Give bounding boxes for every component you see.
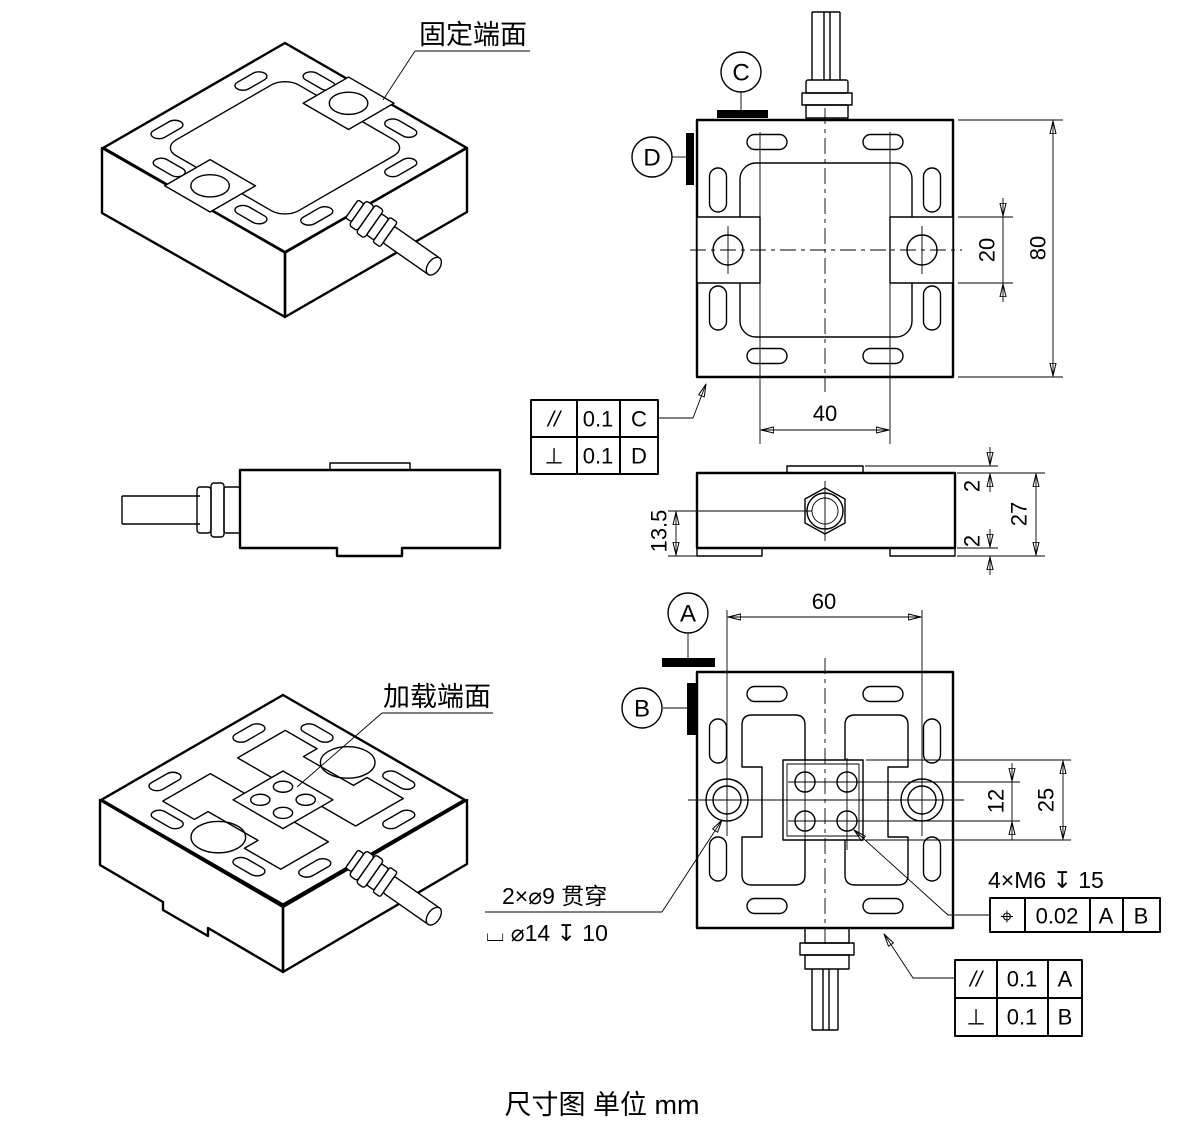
datum-c-balloon — [720, 51, 762, 93]
iso2-top-face — [101, 695, 464, 905]
ab-row1-value: 0.1 — [1007, 967, 1038, 992]
rear-slots — [708, 685, 942, 915]
iso2-loading-plate — [233, 771, 333, 829]
datum-c-label: C — [732, 60, 749, 87]
ab-row2-symbol: ⊥ — [966, 1005, 985, 1030]
iso2-counterbore-lower — [180, 815, 257, 860]
tolerance-frame-ab: // 0.1 A ⊥ 0.1 B — [883, 933, 1083, 1037]
note-through-holes-leader — [661, 819, 723, 913]
datum-b-label: B — [634, 696, 650, 723]
cd-row1-symbol: // — [546, 407, 562, 432]
position-frame-leader — [853, 829, 990, 916]
iso1-fixed-tab-upper — [303, 77, 394, 129]
iso1-fixed-tab-lower — [165, 160, 256, 212]
cd-row2-symbol: ⊥ — [544, 444, 563, 469]
rear-cable-connector — [799, 927, 855, 1031]
front-view: 40 20 80 C D — [631, 11, 1063, 444]
ab-row1-datum: A — [1058, 967, 1073, 992]
front-slots — [708, 133, 942, 365]
side-left-outline — [238, 468, 502, 558]
dim-side-27: 27 — [1007, 502, 1032, 526]
dim-rear-60: 60 — [812, 589, 836, 614]
dim-front-40: 40 — [813, 401, 837, 426]
side-bottom-tab-left — [696, 547, 763, 557]
side-outline — [695, 471, 957, 550]
side-left-cable — [121, 482, 241, 538]
datum-b-target — [687, 683, 697, 735]
side-view-right: 13.5 2 2 27 — [647, 447, 1045, 575]
position-tolerance-frame: ⌖ 0.02 A B — [853, 829, 1161, 933]
cd-row1-datum: C — [631, 407, 647, 432]
drawing-caption: 尺寸图 单位 mm — [505, 1090, 700, 1120]
dim-side-13-5: 13.5 — [647, 510, 672, 553]
note-through-holes: 2×⌀9 贯穿 — [502, 883, 607, 909]
datum-d-label: D — [643, 145, 660, 172]
iso-view-loading-face: 加载端面 — [98, 682, 493, 974]
loading-face-label: 加载端面 — [383, 682, 491, 712]
datum-d-target — [686, 133, 694, 185]
iso1-cable-connector — [345, 199, 443, 276]
ab-frame-leader — [883, 933, 955, 979]
dim-side-2-top: 2 — [960, 480, 985, 492]
side-bottom-tab-right — [889, 547, 956, 557]
note-threads: 4×M6 ↧ 15 — [988, 867, 1104, 893]
datum-c-target — [717, 110, 768, 118]
datum-a-balloon — [667, 592, 709, 634]
dim-rear-12: 12 — [984, 789, 1009, 813]
position-datum-secondary: B — [1134, 904, 1149, 929]
dim-rear-25: 25 — [1034, 788, 1059, 812]
rear-groove-right — [844, 714, 909, 886]
position-symbol: ⌖ — [1001, 903, 1014, 929]
ab-row2-value: 0.1 — [1007, 1005, 1038, 1030]
position-datum-primary: A — [1099, 904, 1114, 929]
rear-view: 60 12 25 A B 2×⌀9 贯穿 — [485, 589, 1161, 1031]
iso-view-fixed-face: 固定端面 — [101, 20, 530, 319]
cd-frame-leader — [658, 383, 707, 419]
dim-front-80: 80 — [1026, 236, 1051, 260]
cd-row1-value: 0.1 — [583, 407, 614, 432]
datum-a-target — [662, 658, 715, 667]
dim-front-20: 20 — [975, 238, 1000, 262]
datum-b-balloon — [621, 687, 663, 729]
datum-d-balloon — [631, 136, 673, 178]
loading-face-leader — [296, 712, 383, 788]
ab-row1-symbol: // — [968, 967, 984, 992]
position-value: 0.02 — [1036, 904, 1079, 929]
ab-row2-datum: B — [1058, 1005, 1073, 1030]
iso2-cable-connector — [345, 849, 443, 926]
note-counterbore: ⌴ ⌀14 ↧ 10 — [486, 920, 608, 946]
iso2-counterbore-upper — [309, 740, 386, 785]
tolerance-frame-cd: // 0.1 C ⊥ 0.1 D — [530, 383, 707, 475]
cd-row2-value: 0.1 — [583, 444, 614, 469]
fixed-face-leader — [382, 50, 416, 101]
iso1-top-face — [101, 42, 469, 254]
fixed-face-label: 固定端面 — [419, 20, 527, 50]
iso2-left-face — [98, 798, 285, 974]
side-view-left — [121, 462, 502, 558]
cd-row2-datum: D — [631, 444, 647, 469]
datum-a-label: A — [680, 601, 696, 628]
iso2-right-face — [281, 798, 469, 974]
dim-side-2-bottom: 2 — [960, 535, 985, 547]
rear-groove-left — [741, 714, 806, 886]
iso2-groove-lower — [163, 774, 329, 870]
front-cable-connector — [801, 11, 853, 119]
